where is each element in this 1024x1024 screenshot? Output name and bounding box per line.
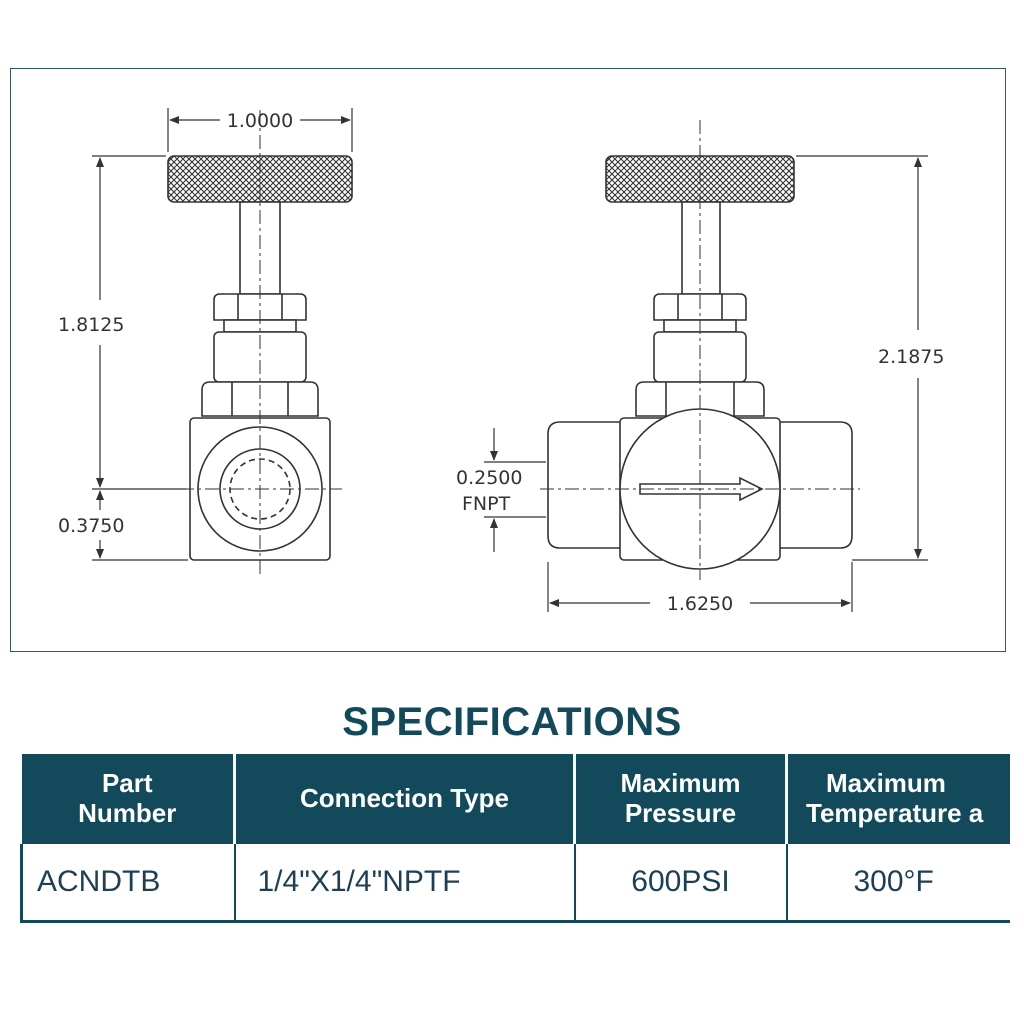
specifications-title: SPECIFICATIONS (342, 700, 682, 744)
dim-handle-width: 1.0000 (227, 110, 293, 132)
header-max-pressure: Maximum Pressure (574, 754, 788, 844)
table-row: ACNDTB 1/4"X1/4"NPTF 600PSI 300°F (20, 844, 1010, 923)
valve-drawing: 1.0000 1.8125 0.3750 2.1875 0.2500 FNPT … (58, 108, 944, 615)
header-max-temperature: Maximum Temperature a (786, 754, 1010, 844)
cell-part-number: ACNDTB (20, 844, 236, 923)
dim-overall-height: 2.1875 (878, 346, 944, 368)
dimension-lines (92, 108, 928, 612)
stem-right (681, 201, 721, 295)
specifications-table-wrap: Part Number Connection Type Maximum Pres… (20, 754, 1010, 924)
dim-port-center: 0.3750 (58, 515, 124, 537)
right-port-cap (780, 421, 853, 549)
table-header-row: Part Number Connection Type Maximum Pres… (21, 754, 1010, 844)
dim-port-size: 0.2500 (456, 467, 522, 489)
dim-port-type: FNPT (462, 493, 511, 515)
specifications-table: Part Number Connection Type Maximum Pres… (20, 754, 1010, 923)
upper-nut-left (213, 293, 307, 321)
left-port-cap (547, 421, 620, 549)
dim-stem-height: 1.8125 (58, 314, 124, 336)
cell-max-pressure: 600PSI (573, 844, 788, 923)
cell-max-temperature: 300°F (785, 844, 1010, 923)
dim-body-length: 1.6250 (667, 593, 733, 615)
cell-connection-type: 1/4"X1/4"NPTF (233, 844, 576, 923)
drawing-frame (10, 68, 1006, 652)
header-connection-type: Connection Type (234, 754, 576, 844)
header-part-number: Part Number (21, 754, 236, 844)
centerlines (180, 110, 860, 580)
